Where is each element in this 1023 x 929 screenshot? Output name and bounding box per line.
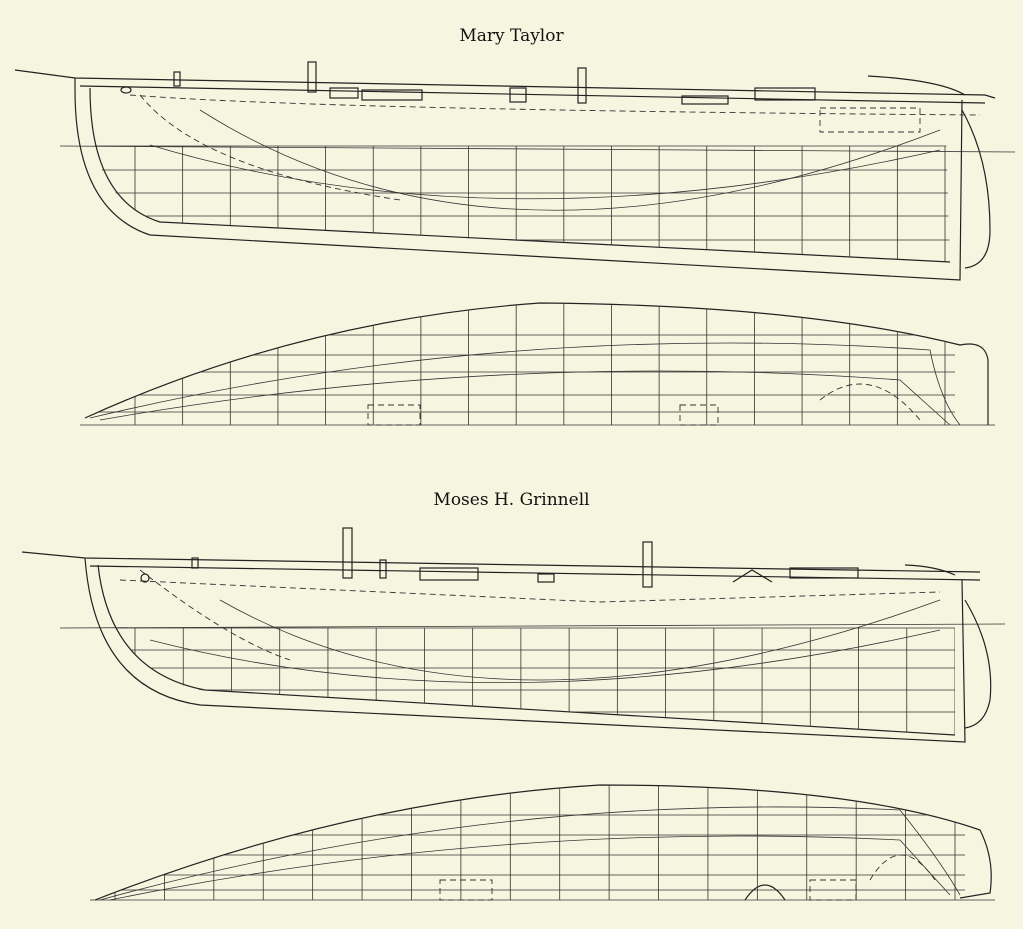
mast-stump (307, 61, 317, 93)
bowsprit-deck-line (21, 551, 981, 573)
capstan (537, 573, 555, 583)
deck-outline (94, 784, 992, 901)
moses-grinnell-profile (21, 527, 1006, 743)
hawse-pipe (140, 573, 150, 583)
deck-fitting (191, 557, 199, 569)
deck-outline (84, 302, 989, 425)
diagonal-dash (139, 94, 401, 201)
skylight (681, 95, 729, 105)
hatch-dash (809, 879, 857, 901)
buttock-line (149, 629, 941, 684)
hull-outline (84, 557, 966, 743)
hatch-dash (679, 404, 719, 426)
tiller (867, 75, 966, 96)
diagonal-dash (139, 569, 291, 661)
hatch-dash (819, 383, 921, 421)
deck-fitting (379, 559, 387, 579)
buttock-line (149, 144, 941, 200)
buttock-line (219, 599, 941, 681)
hatch-dash (819, 107, 921, 133)
rudder (964, 599, 992, 729)
moses-grinnell-half-breadth (90, 784, 995, 901)
rail-dash (119, 579, 941, 603)
sheer-line (79, 85, 986, 104)
buttock-line (199, 109, 941, 211)
deck-fitting (173, 71, 181, 87)
mary-taylor-profile (14, 61, 1016, 281)
waterline-curve (109, 835, 951, 901)
waterline-curve (89, 342, 961, 426)
vessel-title-moses-grinnell: Moses H. Grinnell (433, 490, 590, 510)
mast-stump (342, 527, 353, 579)
tiller (904, 564, 956, 576)
hull-inner-outline (89, 87, 951, 263)
rail-dash (129, 94, 981, 116)
capstan (509, 87, 527, 103)
mast-partner (744, 884, 786, 901)
cabin-trunk (789, 567, 859, 579)
cabin-trunk (754, 87, 816, 101)
hawse-pipe (120, 86, 132, 94)
deckhouse (419, 567, 479, 581)
hull-outline (74, 78, 963, 281)
waterline-curve (99, 370, 951, 426)
waterline (59, 623, 1006, 629)
windlass (329, 87, 359, 99)
hatch-dash (367, 404, 421, 426)
mast-stump (577, 67, 587, 104)
hatch-dash (439, 879, 493, 901)
vessel-title-mary-taylor: Mary Taylor (459, 26, 564, 46)
waterline (59, 145, 1016, 153)
rudder (961, 109, 991, 269)
deckhouse (361, 89, 423, 101)
waterline-curve (99, 806, 961, 901)
mary-taylor-half-breadth (80, 302, 995, 426)
mast-stump (642, 541, 653, 588)
hatch-dash (869, 854, 936, 881)
skylight (732, 569, 773, 583)
bowsprit-deck-line (14, 69, 996, 99)
